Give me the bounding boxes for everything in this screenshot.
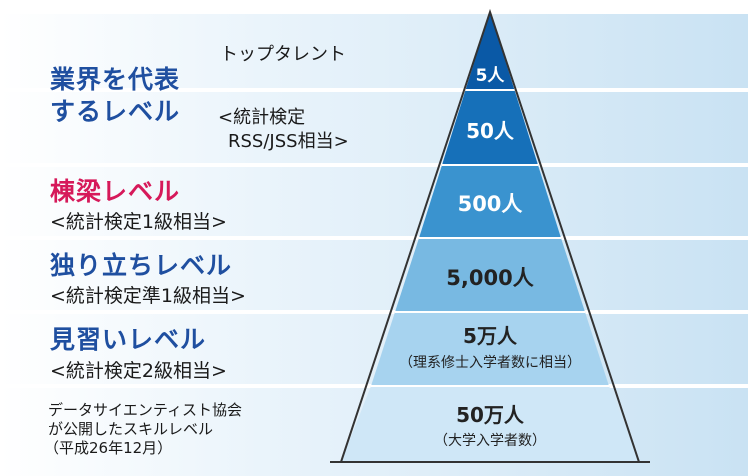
count-top-talent: 5人 xyxy=(475,66,505,86)
level-bridge-title: 棟梁レベル xyxy=(50,177,181,206)
pyramid-tier-bridge xyxy=(419,165,561,238)
count-rss: 50人 xyxy=(466,119,514,143)
source-line3: （平成26年12月） xyxy=(44,439,173,457)
pyramid-tier-top-talent xyxy=(465,12,515,90)
level-industry-title-line1: 業界を代表 xyxy=(50,65,181,94)
level-rss-label-line2: RSS/JSS相当> xyxy=(228,131,349,152)
pyramid-tier-rss xyxy=(442,90,538,165)
pyramid-tier-base xyxy=(341,386,639,462)
level-apprentice-title: 見習いレベル xyxy=(50,325,207,354)
count-independent: 5,000人 xyxy=(446,266,534,290)
tier-separators xyxy=(371,89,609,387)
source-line2: が公開したスキルレベル xyxy=(48,420,214,438)
count-base: 50万人 xyxy=(456,403,524,427)
note-base: （大学入学者数） xyxy=(434,433,546,449)
count-apprentice: 5万人 xyxy=(463,324,517,348)
level-independent-sub: <統計検定準1級相当> xyxy=(50,285,246,307)
level-industry-title-line2: するレベル xyxy=(50,97,181,126)
level-rss-label-line1: <統計検定 xyxy=(218,107,306,128)
note-apprentice: （理系修士入学者数に相当） xyxy=(399,355,581,371)
level-bridge-sub: <統計検定1級相当> xyxy=(50,211,227,233)
source-line1: データサイエンティスト協会 xyxy=(48,401,242,419)
count-bridge: 500人 xyxy=(457,192,523,216)
level-apprentice-sub: <統計検定2級相当> xyxy=(50,360,227,382)
pyramid-tier-independent xyxy=(395,238,585,312)
pyramid-tier-apprentice xyxy=(371,312,609,386)
level-independent-title: 独り立ちレベル xyxy=(50,251,233,280)
level-top-talent-label: トップタレント xyxy=(220,44,346,65)
